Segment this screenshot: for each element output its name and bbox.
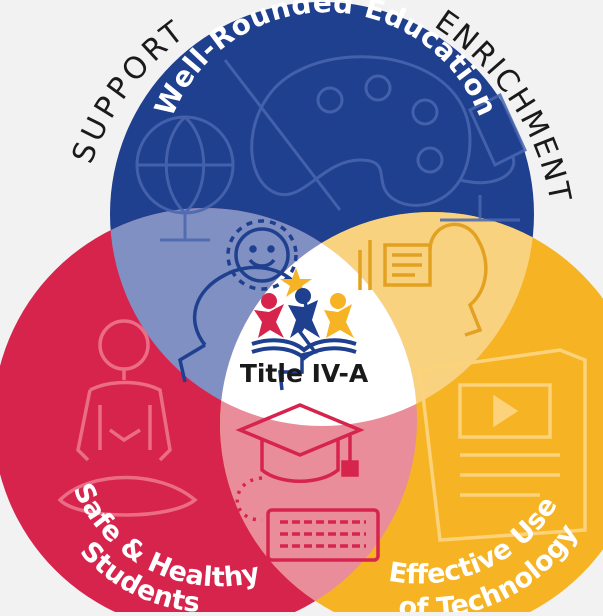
center-label: Title IV-A <box>240 359 369 388</box>
title-iv-a-logo-icon <box>251 268 357 361</box>
microscope-icon <box>440 92 527 222</box>
head-headphones-icon <box>358 222 488 337</box>
graduation-cap-icon <box>235 403 365 483</box>
video-player-icon <box>418 348 587 542</box>
palette-icon <box>223 55 472 211</box>
head-sun-icon <box>178 219 319 391</box>
globe-icon <box>135 115 235 242</box>
center-overlap <box>220 212 417 426</box>
yoga-person-icon <box>57 319 198 517</box>
keyboard-icon <box>235 476 380 562</box>
